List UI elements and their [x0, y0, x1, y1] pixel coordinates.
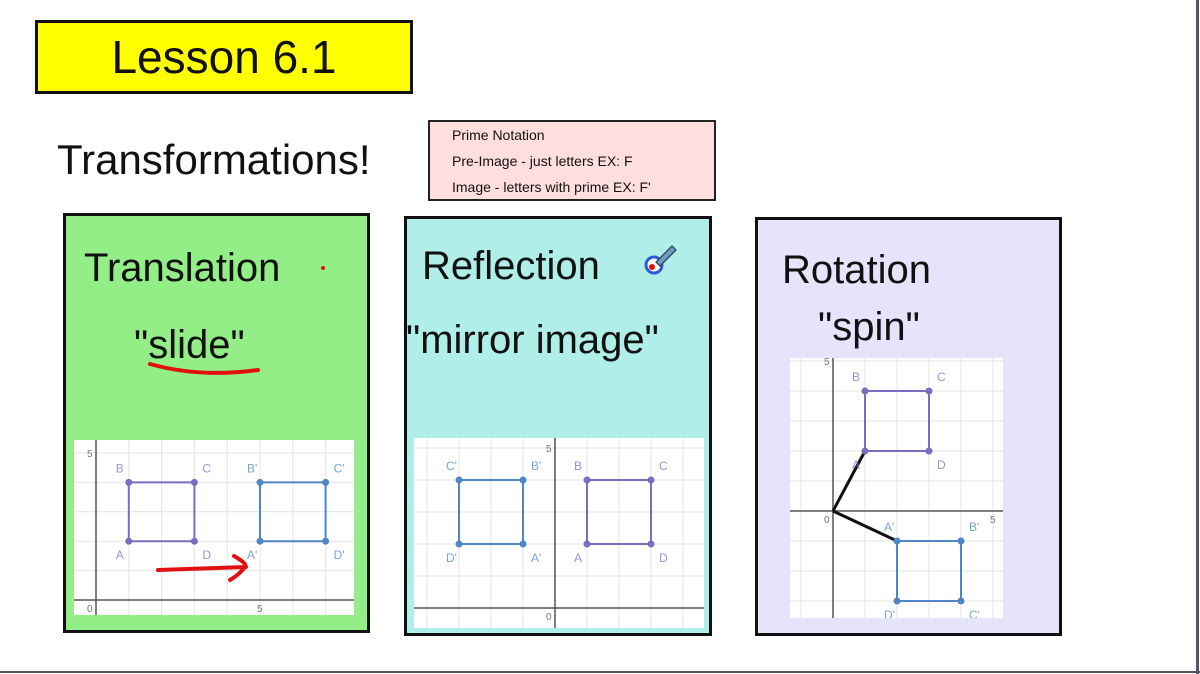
- preimage-label: D: [202, 548, 211, 562]
- prime-notation-preimage: Pre-Image - just letters EX: F: [452, 153, 633, 169]
- image-label: C': [334, 461, 345, 475]
- red-arrow-annotation: [156, 554, 248, 582]
- translation-subtitle: "slide": [134, 323, 245, 367]
- preimage-point: [190, 478, 198, 486]
- preimage-point: [925, 447, 933, 455]
- preimage-label: C: [937, 370, 946, 384]
- red-dot-annotation: [321, 266, 325, 270]
- preimage-point: [125, 537, 133, 545]
- tick-label-origin: 0: [87, 604, 93, 615]
- red-underline-annotation: [148, 362, 260, 375]
- preimage-label: C: [202, 461, 211, 475]
- prime-notation-heading: Prime Notation: [452, 127, 545, 143]
- preimage-point: [125, 478, 133, 486]
- image-point: [322, 478, 330, 486]
- image-point: [256, 478, 264, 486]
- lesson-title: Lesson 6.1: [35, 20, 413, 94]
- preimage-label: B: [852, 370, 860, 384]
- preimage-label: D: [659, 551, 668, 565]
- tick-label-y5: 5: [546, 444, 552, 455]
- image-label: A': [247, 548, 257, 562]
- rotation-arm-to-a: [831, 450, 867, 512]
- slide-subtitle: Transformations!: [57, 136, 371, 183]
- preimage-point: [925, 387, 933, 395]
- prime-notation-box: Prime Notation Pre-Image - just letters …: [428, 120, 716, 201]
- image-label: B': [531, 459, 541, 473]
- reflection-subtitle: "mirror image": [406, 318, 659, 362]
- preimage-label: B: [574, 459, 582, 473]
- reflection-graph: 0 5A B C D A' B' C' D': [414, 438, 704, 628]
- image-label: D': [334, 548, 345, 562]
- preimage-point: [861, 447, 869, 455]
- preimage-point: [583, 540, 591, 548]
- rotation-subtitle: "spin": [818, 305, 920, 349]
- window-edge-bottom: [0, 671, 1200, 673]
- image-point: [455, 540, 463, 548]
- image-point: [322, 537, 330, 545]
- image-label: B': [247, 461, 257, 475]
- window-edge-right: [1196, 0, 1199, 674]
- preimage-label: B: [116, 461, 124, 475]
- image-point: [519, 476, 527, 484]
- image-label: D': [446, 551, 457, 565]
- image-label: A': [531, 551, 541, 565]
- image-point: [256, 537, 264, 545]
- image-label: C': [969, 608, 980, 618]
- preimage-point: [861, 387, 869, 395]
- lesson-title-text: Lesson 6.1: [111, 31, 337, 83]
- image-point: [893, 537, 901, 545]
- translation-title: Translation: [84, 246, 281, 290]
- preimage-label: A: [116, 548, 124, 562]
- image-point: [519, 540, 527, 548]
- reflection-title: Reflection: [422, 244, 600, 288]
- preimage-point: [647, 540, 655, 548]
- tick-label-x5: 5: [257, 604, 263, 615]
- preimage-label: A: [852, 458, 860, 472]
- preimage-label: A: [574, 551, 582, 565]
- tick-label-origin: 0: [546, 612, 552, 623]
- image-label: D': [884, 608, 895, 618]
- preimage-label: D: [937, 458, 946, 472]
- rotation-arm-to-a-prime: [832, 509, 898, 543]
- prime-notation-image: Image - letters with prime EX: F': [452, 179, 651, 195]
- image-point: [957, 537, 965, 545]
- preimage-point: [190, 537, 198, 545]
- image-point: [893, 597, 901, 605]
- preimage-point: [583, 476, 591, 484]
- pen-tool-icon[interactable]: [640, 240, 680, 280]
- image-point: [455, 476, 463, 484]
- tick-label-y5: 5: [824, 358, 830, 368]
- tick-label-origin: 0: [824, 515, 830, 526]
- image-label: C': [446, 459, 457, 473]
- image-label: B': [969, 520, 979, 534]
- tick-label-x5: 5: [990, 515, 996, 526]
- image-point: [957, 597, 965, 605]
- preimage-label: C: [659, 459, 668, 473]
- preimage-point: [647, 476, 655, 484]
- rotation-title: Rotation: [782, 248, 931, 292]
- image-label: A': [884, 520, 894, 534]
- tick-label-y5: 5: [87, 449, 93, 460]
